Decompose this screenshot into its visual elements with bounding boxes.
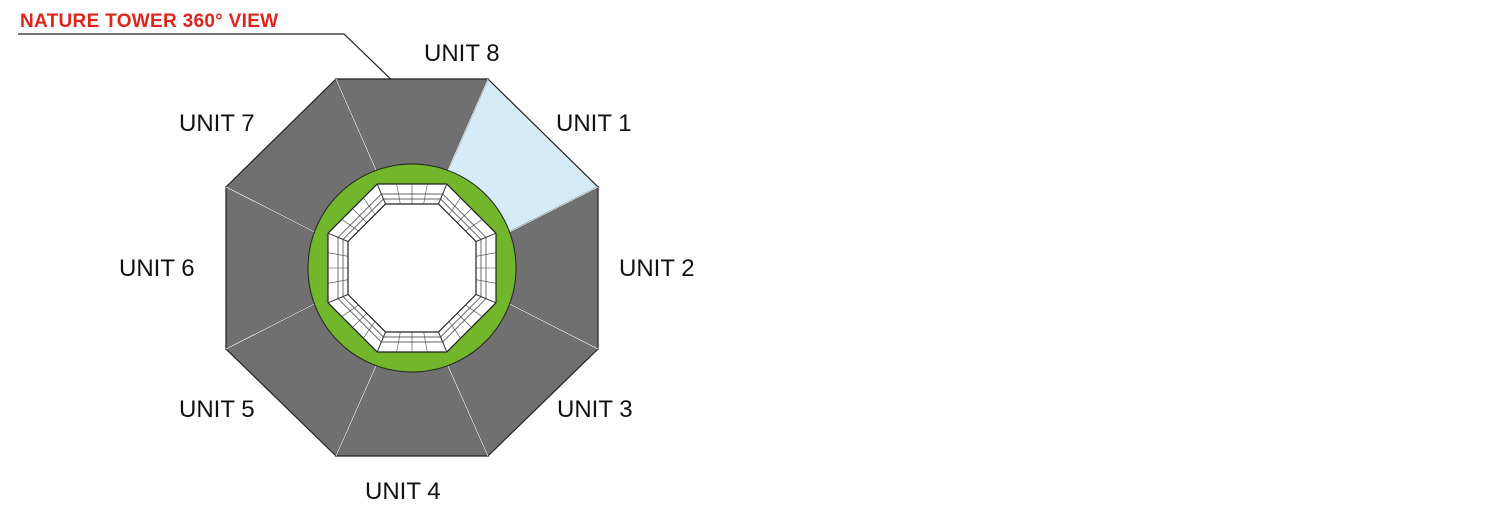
unit-4-label: UNIT 4 [365, 478, 441, 505]
walkway-corner-joint [376, 331, 386, 353]
walkway-rung [327, 279, 349, 284]
unit-divider-line [505, 186, 599, 235]
unit-divider-line [335, 78, 379, 175]
walkway-rung [423, 183, 428, 205]
walkway-rung [341, 219, 359, 232]
central-core [327, 183, 497, 353]
walkway-rung [363, 197, 376, 215]
walkway-rung [327, 252, 349, 257]
walkway-rung [363, 321, 376, 339]
walkway-rung [457, 313, 472, 328]
walkway-rung [423, 331, 428, 353]
walkway-rung [475, 279, 497, 284]
walkway-rung [448, 321, 461, 339]
unit-1-label: UNIT 1 [556, 110, 632, 137]
diagram-title: NATURE TOWER 360° VIEW [20, 11, 278, 32]
walkway-rung [396, 183, 401, 205]
walkway-corner-joint [327, 294, 349, 304]
unit-6-label: UNIT 6 [119, 255, 195, 282]
unit-divider-line [445, 361, 489, 457]
walkway-corner-joint [438, 331, 448, 353]
walkway-rung [465, 304, 483, 317]
walkway-rung [352, 208, 367, 223]
walkway-corner-joint [376, 183, 386, 205]
unit-sectors [224, 77, 600, 458]
unit-divider-line [225, 301, 319, 350]
unit-2-label: UNIT 2 [619, 255, 695, 282]
unit-3-label: UNIT 3 [557, 396, 633, 423]
unit-divider-line [505, 301, 599, 350]
walkway-rung [448, 197, 461, 215]
unit-divider-line [225, 186, 319, 235]
walkway-corner-joint [475, 294, 497, 304]
unit-5-label: UNIT 5 [179, 396, 255, 423]
walkway-rung [475, 252, 497, 257]
walkway-rung [457, 208, 472, 223]
walkway-corner-joint [438, 183, 448, 205]
walkway-rung [352, 313, 367, 328]
walkway-rung [465, 219, 483, 232]
walkway-corner-joint [475, 232, 497, 242]
walkway-corner-joint [327, 232, 349, 242]
unit-divider-line [445, 78, 489, 175]
unit-8-label: UNIT 8 [424, 40, 500, 67]
unit-divider-line [335, 361, 379, 457]
walkway-rung [396, 331, 401, 353]
unit-7-label: UNIT 7 [179, 110, 255, 137]
walkway-rung [341, 304, 359, 317]
